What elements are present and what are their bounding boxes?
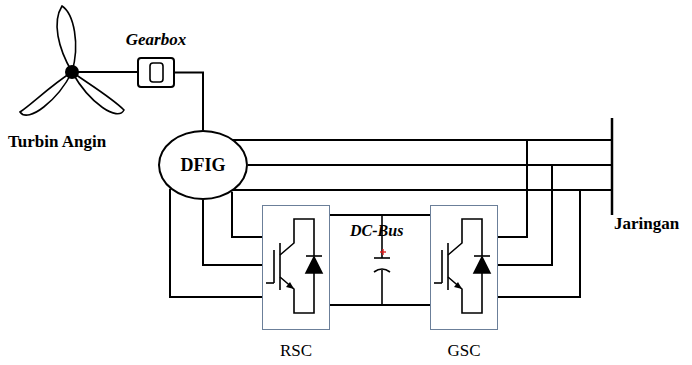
- wind-turbine: [20, 6, 137, 115]
- wire-connector: [170, 189, 262, 297]
- gearbox-box: Gearbox: [137, 57, 175, 88]
- gsc-wires: [498, 140, 580, 297]
- converter-box: GSC: [430, 205, 498, 330]
- wire-connector: [175, 73, 203, 131]
- node-label: DFIG: [181, 155, 226, 176]
- grid-label: Jaringan: [614, 214, 679, 234]
- node-label: Gearbox: [126, 30, 186, 50]
- turbine-label: Turbin Angin: [8, 132, 106, 152]
- node-label: RSC: [280, 341, 312, 361]
- igbt-symbol: [266, 219, 322, 313]
- igbt-symbol: [434, 219, 490, 313]
- gear-symbol: [150, 63, 163, 82]
- wire-connector: [330, 215, 430, 305]
- node-label: GSC: [447, 341, 480, 361]
- stator-wires: [233, 140, 612, 190]
- grid-bus: [611, 118, 614, 215]
- converter-box: RSC: [262, 205, 330, 330]
- dc-bus-label: DC-Bus: [350, 222, 403, 240]
- generator-circle: DFIG: [158, 130, 248, 200]
